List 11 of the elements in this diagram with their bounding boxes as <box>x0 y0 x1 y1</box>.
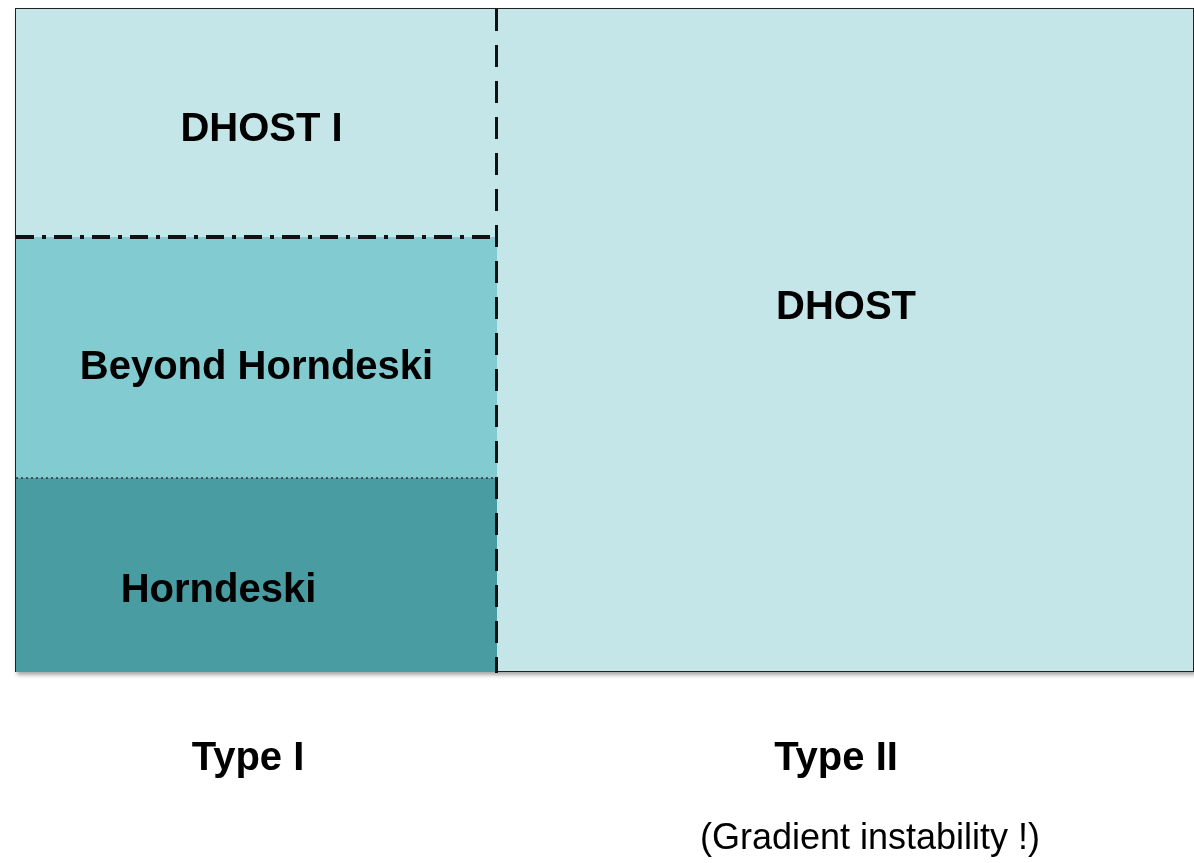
region-label: Beyond Horndeski <box>78 342 435 389</box>
region-label: DHOST I <box>179 104 344 151</box>
region-box <box>16 9 497 237</box>
region-box <box>16 478 497 672</box>
axis-label: (Gradient instability !) <box>698 815 1042 859</box>
region-label: Horndeski <box>119 565 318 612</box>
region-label: DHOST <box>775 282 917 329</box>
region-box <box>15 8 1194 672</box>
axis-label: Type II <box>773 733 899 780</box>
region-box <box>16 237 497 478</box>
axis-label: Type I <box>190 733 306 780</box>
